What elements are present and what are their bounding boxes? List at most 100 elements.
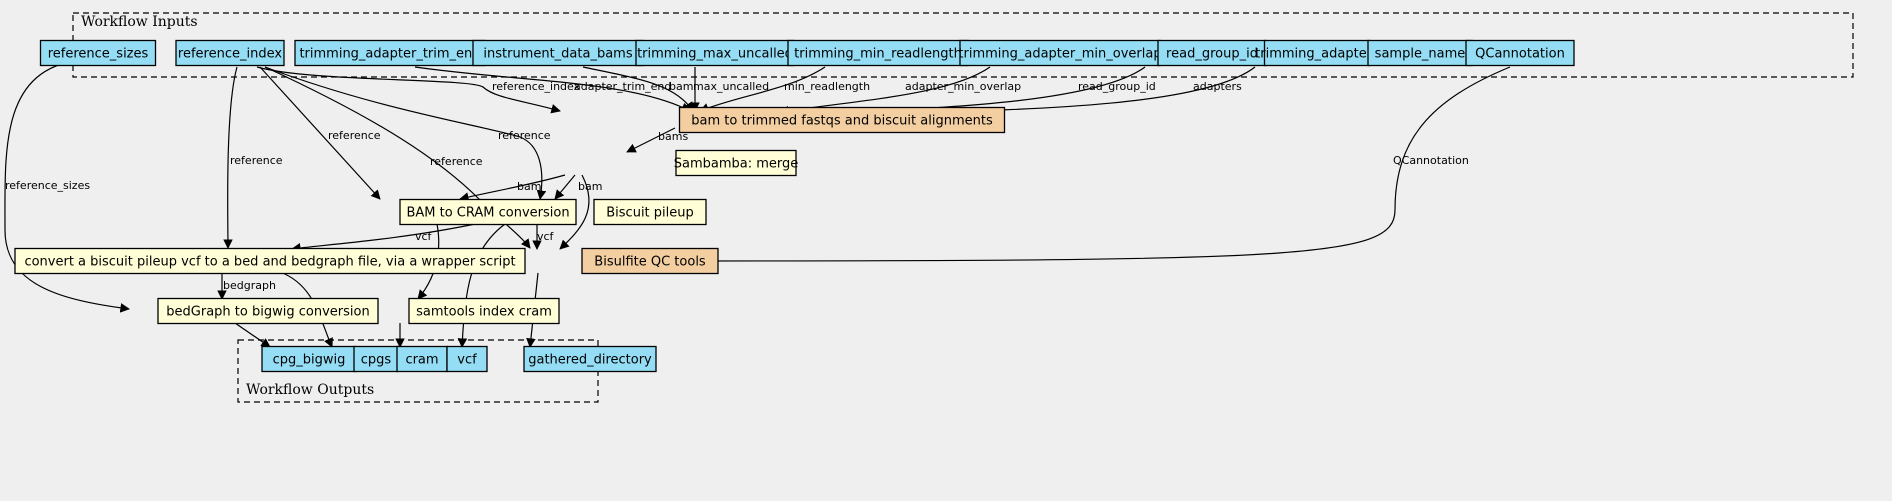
edge-label: reference: [430, 155, 483, 168]
input-node-sample-name[interactable]: sample_name: [1367, 39, 1473, 67]
edge-line: [291, 222, 481, 253]
edge-line: [457, 223, 506, 348]
step-node-merge[interactable]: Sambamba: merge: [674, 149, 799, 177]
edge-line: [256, 66, 561, 114]
input-node-instrument-data-bams[interactable]: instrument_data_bams: [472, 39, 644, 67]
input-node-reference-sizes[interactable]: reference_sizes: [39, 39, 157, 67]
step-node-bam-to-cram[interactable]: BAM to CRAM conversion: [399, 198, 577, 226]
edge-line: [223, 66, 238, 249]
node-label: bedGraph to bigwig conversion: [166, 305, 369, 320]
edge-label: max_uncalled: [693, 80, 769, 93]
edge-label: adapters: [1193, 80, 1242, 93]
node-box: [523, 345, 657, 373]
node-label: cpg_bigwig: [273, 353, 346, 368]
edge-label: bams: [658, 130, 688, 143]
node-box: [1157, 39, 1267, 67]
input-node-trimming-max-uncalled[interactable]: trimming_max_uncalled: [635, 39, 795, 67]
edge-line: [582, 66, 694, 112]
node-label: read_group_id: [1166, 47, 1258, 62]
node-label: BAM to CRAM conversion: [406, 206, 569, 221]
step-node-vcf2bed[interactable]: convert a biscuit pileup vcf to a bed an…: [14, 247, 526, 275]
edge-pileup-to-vcf2bed: vcf: [291, 222, 481, 253]
input-node-reference-index[interactable]: reference_index: [175, 39, 285, 67]
node-box: [294, 39, 486, 67]
node-label: trimming_adapter_min_overlap: [958, 47, 1161, 62]
edge-label: bam: [517, 180, 541, 193]
edge-bedgraph-to-bigwig-to-cpg-bigwig: [234, 322, 271, 348]
input-node-qcannotation[interactable]: QCannotation: [1465, 39, 1575, 67]
edge-line: [4, 59, 130, 313]
node-label: Bisulfite QC tools: [594, 255, 706, 270]
workflow-outputs-cluster-label: Workflow Outputs: [246, 382, 374, 398]
edge-line: [554, 174, 576, 200]
output-node-cram[interactable]: cram: [396, 345, 448, 373]
node-label: cpgs: [361, 353, 392, 368]
edge-line: [459, 174, 566, 202]
edge-line: [234, 322, 271, 348]
edge-trimming-min-readlength-to-bam-to-trimmed: min_readlength: [699, 66, 870, 113]
edge-label: adapter_min_overlap: [905, 80, 1021, 93]
output-node-vcf[interactable]: vcf: [446, 345, 488, 373]
input-node-trimming-adapter-trim-end[interactable]: trimming_adapter_trim_end: [294, 39, 486, 67]
edge-label: reference: [328, 129, 381, 142]
node-box: [399, 198, 577, 226]
node-box: [959, 39, 1161, 67]
input-node-trimming-min-readlength[interactable]: trimming_min_readlength: [787, 39, 969, 67]
node-label: samtools index cram: [416, 305, 552, 320]
edge-trimming-max-uncalled-to-bam-to-trimmed: max_uncalled: [690, 67, 769, 112]
node-box: [472, 39, 644, 67]
node-label: Biscuit pileup: [606, 206, 694, 221]
node-label: convert a biscuit pileup vcf to a bed an…: [24, 255, 515, 270]
step-node-index-cram[interactable]: samtools index cram: [408, 297, 560, 325]
node-box: [14, 247, 526, 275]
node-box: [157, 297, 379, 325]
edge-label: read_group_id: [1078, 80, 1156, 93]
node-box: [581, 247, 719, 275]
edge-label: min_readlength: [784, 80, 870, 93]
edge-QCannotation-to-bisulfite-qc: QCannotation: [594, 66, 1511, 266]
input-node-trimming-adapter-min-overlap[interactable]: trimming_adapter_min_overlap: [958, 39, 1162, 67]
node-box: [1465, 39, 1575, 67]
edge-reference-index-to-pileup: reference: [264, 66, 551, 200]
edge-label: bam: [669, 80, 693, 93]
input-node-read-group-id[interactable]: read_group_id: [1157, 39, 1267, 67]
step-node-bisulfite-qc[interactable]: Bisulfite QC tools: [581, 247, 719, 275]
edge-instrument-data-bams-to-bam-to-trimmed: bam: [582, 66, 694, 112]
step-node-bam-to-trimmed[interactable]: bam to trimmed fastqs and biscuit alignm…: [678, 106, 1006, 134]
output-node-gathered-directory[interactable]: gathered_directory: [523, 345, 657, 373]
output-node-cpgs[interactable]: cpgs: [353, 345, 399, 373]
edge-reference-index-to-bisulfite-qc: reference: [264, 66, 531, 249]
node-label: gathered_directory: [528, 353, 652, 368]
node-box: [593, 198, 707, 226]
node-box: [678, 106, 1006, 134]
node-label: trimming_adapter_trim_end: [299, 47, 480, 62]
step-node-pileup[interactable]: Biscuit pileup: [593, 198, 707, 226]
edge-merge-to-pileup: bam: [554, 174, 602, 200]
node-label: QCannotation: [1475, 47, 1565, 62]
node-label: sample_name: [1375, 47, 1466, 62]
edge-reference-index-to-bam-to-trimmed: reference_index: [256, 66, 581, 114]
edge-label: QCannotation: [1393, 154, 1469, 167]
node-box: [261, 345, 357, 373]
edge-label: bam: [578, 180, 602, 193]
node-label: Sambamba: merge: [674, 157, 799, 172]
edge-label: reference: [230, 154, 283, 167]
step-node-bedgraph-to-bigwig[interactable]: bedGraph to bigwig conversion: [157, 297, 379, 325]
edge-label: adapter_trim_end: [574, 80, 671, 93]
edge-line: [594, 66, 1511, 266]
node-box: [635, 39, 795, 67]
workflow-inputs-cluster-label: Workflow Inputs: [81, 14, 198, 30]
edge-label: reference_sizes: [5, 179, 90, 192]
node-box: [353, 345, 399, 373]
edge-line: [559, 174, 590, 250]
edge-line: [264, 66, 531, 249]
node-label: instrument_data_bams: [483, 47, 632, 62]
edge-pileup-to-vcf: [457, 223, 506, 348]
node-box: [408, 297, 560, 325]
node-box: [39, 39, 157, 67]
node-label: trimming_max_uncalled: [637, 47, 793, 62]
node-box: [446, 345, 488, 373]
input-node-trimming-adapters[interactable]: trimming_adapters: [1255, 39, 1379, 67]
output-node-cpg-bigwig[interactable]: cpg_bigwig: [261, 345, 357, 373]
